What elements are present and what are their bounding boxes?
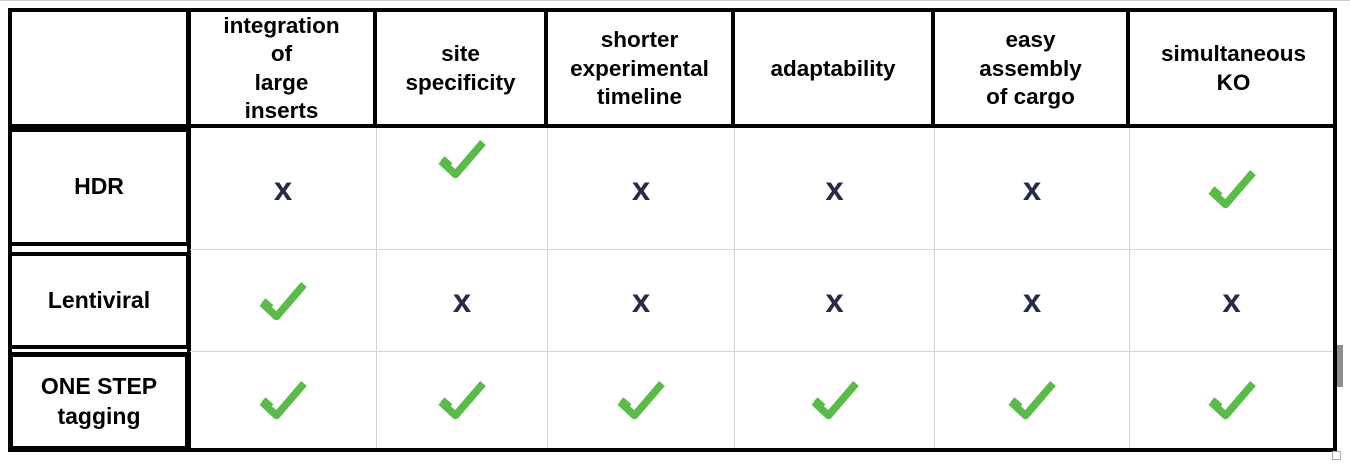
feature-cell: x xyxy=(548,250,735,352)
comparison-table xyxy=(8,8,1337,452)
x-icon: x xyxy=(631,282,651,319)
feature-cell: x xyxy=(1130,250,1333,352)
row-label-one-step-tagging: ONE STEP tagging xyxy=(8,352,190,451)
feature-cell xyxy=(1130,128,1333,250)
window-edge xyxy=(0,0,1350,1)
feature-cell: x xyxy=(190,128,377,250)
feature-cell: x xyxy=(735,250,935,352)
feature-cell: x xyxy=(548,128,735,250)
x-icon: x xyxy=(631,170,651,207)
feature-cell: x xyxy=(935,250,1130,352)
feature-cell xyxy=(1130,352,1333,448)
feature-cell xyxy=(377,352,548,448)
column-header-site-specificity: site specificity xyxy=(377,8,548,126)
table-header-row: integration of large inserts site specif… xyxy=(8,8,1337,128)
x-icon: x xyxy=(273,170,293,207)
feature-cell xyxy=(935,352,1130,448)
check-icon xyxy=(259,381,307,420)
check-icon xyxy=(1207,381,1256,420)
row-label-hdr: HDR xyxy=(8,128,190,246)
scrollbar-thumb[interactable] xyxy=(1337,345,1343,387)
check-icon xyxy=(438,139,486,178)
x-icon: x xyxy=(1022,170,1042,207)
x-icon: x xyxy=(825,170,844,207)
feature-cell: x xyxy=(377,250,548,352)
column-header-easy-assembly: easy assembly of cargo xyxy=(935,8,1130,126)
check-icon xyxy=(617,381,665,420)
feature-cell xyxy=(190,250,377,352)
column-header-empty xyxy=(8,8,190,126)
x-icon: x xyxy=(1022,282,1042,319)
x-icon: x xyxy=(825,282,844,319)
check-icon xyxy=(1207,169,1256,208)
table-body: x x x x x x x x x xyxy=(190,128,1333,448)
feature-cell xyxy=(190,352,377,448)
feature-cell xyxy=(377,128,548,250)
check-icon xyxy=(259,281,307,320)
feature-cell: x xyxy=(735,128,935,250)
resize-handle[interactable] xyxy=(1332,451,1341,460)
check-icon xyxy=(810,381,859,420)
column-header-integration: integration of large inserts xyxy=(190,8,377,126)
column-header-simultaneous-ko: simultaneous KO xyxy=(1160,41,1307,95)
feature-cell: x xyxy=(935,128,1130,250)
feature-cell xyxy=(735,352,935,448)
row-label-lentiviral: Lentiviral xyxy=(8,252,190,349)
x-icon: x xyxy=(452,282,472,319)
check-icon xyxy=(438,381,486,420)
check-icon xyxy=(1008,381,1056,420)
column-header-shorter-timeline: shorter experimental timeline xyxy=(548,8,735,126)
feature-cell xyxy=(548,352,735,448)
column-header-adaptability: adaptability xyxy=(735,8,935,126)
x-icon: x xyxy=(1222,282,1241,319)
